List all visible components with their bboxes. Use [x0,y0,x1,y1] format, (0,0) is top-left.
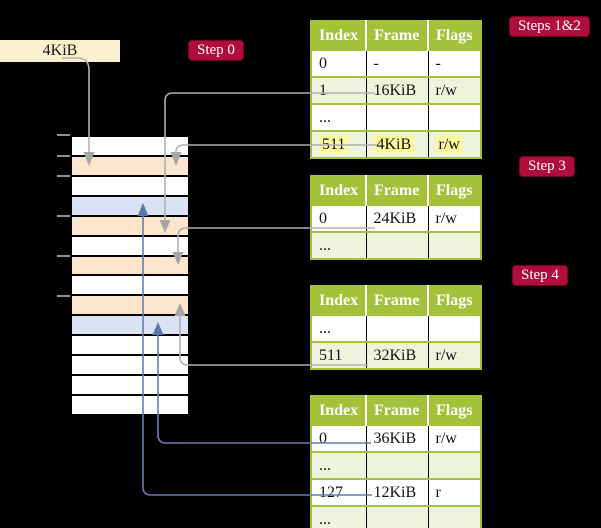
cell-flags: r/w [427,341,481,369]
cell-index: ... [311,314,366,342]
memory-row [72,156,188,177]
cell-index: ... [311,231,366,259]
cell-frame [365,314,428,342]
memory-row [72,176,188,197]
cell-flags: r/w [427,204,481,232]
cell-flags: r/w [427,130,481,158]
cell-flags [427,505,481,528]
cell-flags [427,314,481,342]
table-header-row: Index Frame Flags [311,286,481,315]
cell-index: ... [311,451,366,479]
column-header-frame: Frame [365,21,428,50]
cell-flags: r/w [427,424,481,452]
cell-frame: 4KiB [365,130,428,158]
cell-index: 0 [311,49,366,77]
table-header-row: Index Frame Flags [311,396,481,425]
root-table-address-label: 4KiB [0,40,120,62]
cell-frame [365,103,428,131]
column-header-frame: Frame [365,286,428,315]
cell-frame: 16KiB [365,76,428,104]
memory-row [72,137,188,157]
cell-frame [365,505,428,528]
badge-step-0: Step 0 [188,40,244,61]
cell-index: ... [311,505,366,528]
cell-flags [427,451,481,479]
table-row: ... [311,231,481,259]
page-table-step-3: Index Frame Flags 0 24KiB r/w ... [310,175,482,260]
column-header-index: Index [311,176,366,205]
cell-index: 511 [311,130,366,158]
table-header-row: Index Frame Flags [311,21,481,50]
column-header-flags: Flags [427,396,481,425]
memory-row [72,216,188,237]
table-row: 127 12KiB r [311,478,481,506]
table-row: ... [311,451,481,479]
table-row: 0 24KiB r/w [311,204,481,232]
column-header-frame: Frame [365,176,428,205]
memory-row [72,296,188,317]
column-header-index: Index [311,286,366,315]
column-header-flags: Flags [427,286,481,315]
memory-row [72,316,188,337]
table-header-row: Index Frame Flags [311,176,481,205]
cell-frame [365,231,428,259]
badge-step-3: Step 3 [519,156,575,177]
memory-row [72,256,188,277]
table-row: ... [311,505,481,528]
column-header-frame: Frame [365,396,428,425]
cell-flags [427,231,481,259]
memory-row [72,395,188,414]
badge-steps-1-2: Steps 1&2 [509,16,590,37]
cell-frame: 24KiB [365,204,428,232]
cell-index: ... [311,103,366,131]
memory-row [72,196,188,217]
cell-frame [365,451,428,479]
physical-memory-column [70,135,190,416]
cell-index: 511 [311,341,366,369]
page-table-last-level: Index Frame Flags 0 36KiB r/w ... 127 12… [310,395,482,528]
memory-row [72,376,188,396]
memory-row [72,236,188,257]
table-row: 1 16KiB r/w [311,76,481,104]
cell-flags: - [427,49,481,77]
cell-flags [427,103,481,131]
memory-row [72,336,188,357]
cell-frame: - [365,49,428,77]
cell-index: 0 [311,424,366,452]
table-row-recursive-entry: 511 4KiB r/w [311,130,481,158]
cell-index: 0 [311,204,366,232]
cell-flags: r [427,478,481,506]
page-table-step-4: Index Frame Flags ... 511 32KiB r/w [310,285,482,370]
cell-frame: 32KiB [365,341,428,369]
cell-frame: 12KiB [365,478,428,506]
table-row: 0 - - [311,49,481,77]
memory-row [72,356,188,377]
column-header-flags: Flags [427,176,481,205]
cell-flags: r/w [427,76,481,104]
badge-step-4: Step 4 [512,265,568,286]
cell-index: 127 [311,478,366,506]
page-table-level-high: Index Frame Flags 0 - - 1 16KiB r/w ... … [310,20,482,159]
column-header-index: Index [311,396,366,425]
table-row: ... [311,314,481,342]
memory-row [72,276,188,297]
cell-index: 1 [311,76,366,104]
cell-frame: 36KiB [365,424,428,452]
table-row: ... [311,103,481,131]
memory-address-ticks [57,134,70,297]
column-header-index: Index [311,21,366,50]
table-row: 511 32KiB r/w [311,341,481,369]
column-header-flags: Flags [427,21,481,50]
table-row: 0 36KiB r/w [311,424,481,452]
